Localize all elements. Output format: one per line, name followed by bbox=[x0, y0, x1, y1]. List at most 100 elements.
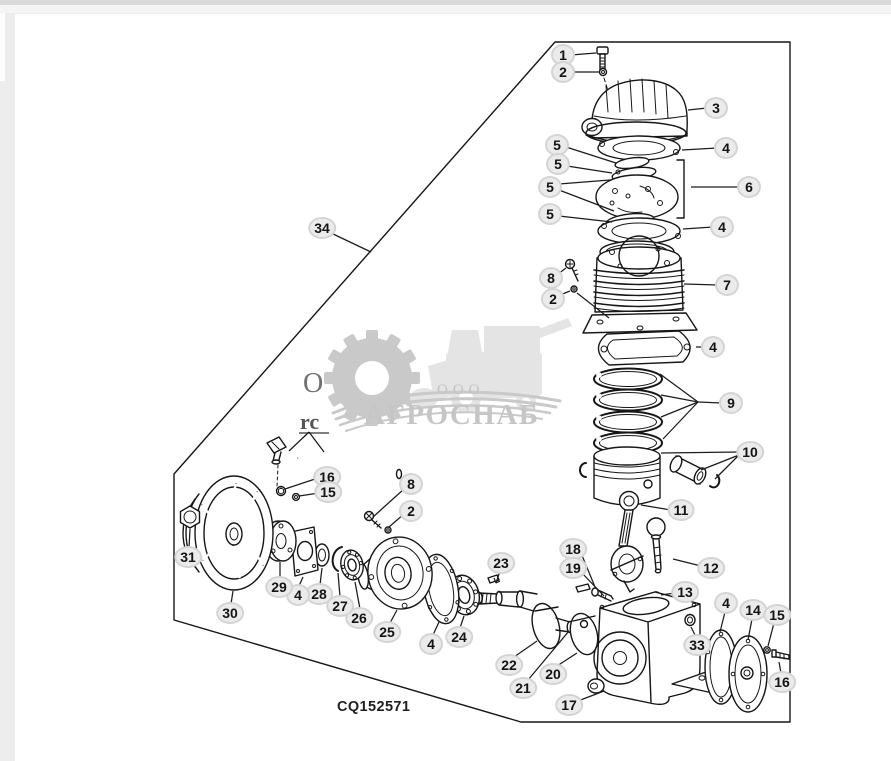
callout-15: 15 bbox=[314, 481, 342, 503]
leader-line bbox=[319, 567, 323, 586]
leader-line bbox=[565, 146, 617, 164]
group-bracket bbox=[676, 159, 685, 219]
callout-8: 8 bbox=[399, 473, 423, 495]
shaft-nut bbox=[179, 505, 201, 529]
valve-gasket bbox=[597, 217, 681, 245]
leader-line bbox=[719, 611, 726, 633]
leaf-spring-icon bbox=[331, 390, 562, 432]
leader-line bbox=[389, 609, 398, 624]
callout-5: 5 bbox=[546, 153, 570, 175]
leader-line bbox=[659, 373, 699, 403]
side-cover-plate bbox=[728, 635, 768, 713]
leader-line bbox=[493, 577, 497, 584]
tube-fitting bbox=[266, 436, 287, 465]
callout-15: 15 bbox=[763, 604, 791, 626]
leader-line bbox=[660, 451, 740, 454]
fitting-washer bbox=[291, 492, 301, 502]
agrosnab-watermark: ООО АГРОСНАБ О rc bbox=[299, 318, 572, 434]
callout-21: 21 bbox=[509, 677, 537, 699]
leader-line bbox=[308, 431, 325, 453]
head-bolt bbox=[596, 46, 609, 71]
leader-line bbox=[662, 401, 699, 440]
callout-17: 17 bbox=[555, 694, 583, 716]
leader-line bbox=[577, 690, 605, 702]
callout-3: 3 bbox=[704, 97, 728, 119]
crankshaft bbox=[475, 590, 574, 650]
fitting-bolt bbox=[275, 485, 287, 497]
housing-screw-washer bbox=[384, 526, 392, 534]
shaft-key bbox=[575, 583, 591, 593]
leader-line bbox=[513, 640, 538, 658]
callout-10: 10 bbox=[736, 441, 764, 463]
piston-rings bbox=[593, 367, 663, 455]
leader-line bbox=[495, 580, 501, 584]
callout-31: 31 bbox=[174, 546, 202, 568]
callout-20: 20 bbox=[539, 663, 567, 685]
callout-11: 11 bbox=[667, 499, 695, 521]
leader-line bbox=[284, 477, 319, 490]
callout-4: 4 bbox=[701, 336, 725, 358]
leader-line bbox=[714, 454, 740, 480]
housing-screw bbox=[363, 510, 382, 529]
leader-line bbox=[337, 572, 341, 598]
leader-line bbox=[354, 581, 361, 610]
leader-lines bbox=[188, 52, 782, 702]
leader-line bbox=[230, 590, 234, 605]
assembly-axis bbox=[276, 464, 279, 487]
callout-25: 25 bbox=[373, 621, 401, 643]
connecting-rod bbox=[610, 490, 644, 593]
woodruff-key bbox=[487, 574, 500, 584]
leader-line bbox=[576, 292, 610, 319]
leader-line bbox=[640, 504, 672, 511]
plate-gasket bbox=[290, 526, 319, 577]
crank-screw bbox=[591, 587, 614, 602]
callout-1: 1 bbox=[551, 44, 575, 66]
watermark-prefix: ООО bbox=[437, 382, 485, 398]
leader-line bbox=[681, 147, 718, 151]
callout-29: 29 bbox=[265, 576, 293, 598]
callout-12: 12 bbox=[697, 557, 725, 579]
callout-14: 14 bbox=[739, 599, 767, 621]
callout-5: 5 bbox=[538, 176, 562, 198]
diagram-frame bbox=[173, 41, 791, 723]
oil-dipstick bbox=[646, 517, 666, 574]
browser-sub-strip bbox=[0, 5, 891, 14]
callout-2: 2 bbox=[399, 500, 423, 522]
leader-line bbox=[700, 454, 740, 471]
callout-16: 16 bbox=[768, 671, 796, 693]
callout-22: 22 bbox=[495, 654, 523, 676]
head-gasket bbox=[597, 135, 681, 161]
callout-5: 5 bbox=[538, 203, 562, 225]
leader-line bbox=[660, 394, 699, 403]
leader-line bbox=[747, 618, 753, 641]
cylinder-head-cover bbox=[581, 78, 688, 145]
leader-line bbox=[672, 558, 702, 567]
parts bbox=[179, 46, 790, 713]
drive-pulley bbox=[182, 475, 274, 591]
counterweight bbox=[569, 612, 599, 656]
spring-washer bbox=[598, 67, 608, 77]
callout-30: 30 bbox=[216, 602, 244, 624]
leader-line bbox=[697, 401, 723, 404]
leader-line bbox=[682, 226, 714, 230]
leader-line bbox=[288, 431, 310, 452]
leader-line bbox=[660, 401, 699, 418]
shaft-flange bbox=[264, 520, 297, 562]
leader-line bbox=[558, 215, 613, 223]
cylinder bbox=[582, 235, 698, 334]
callout-7: 7 bbox=[715, 274, 739, 296]
callout-8: 8 bbox=[539, 267, 563, 289]
piston-pin bbox=[669, 455, 707, 485]
leader-line bbox=[767, 622, 775, 647]
front-bearing bbox=[340, 549, 364, 581]
leader-line bbox=[570, 52, 597, 56]
left-gutter bbox=[0, 13, 15, 761]
cylinder-base-gasket bbox=[597, 330, 691, 366]
callout-9: 9 bbox=[719, 392, 743, 414]
cover-washer bbox=[763, 646, 771, 654]
text-fragment-lower: rc bbox=[300, 409, 319, 434]
leader-line bbox=[558, 189, 615, 212]
callout-2: 2 bbox=[551, 61, 575, 83]
callout-2: 2 bbox=[541, 288, 565, 310]
